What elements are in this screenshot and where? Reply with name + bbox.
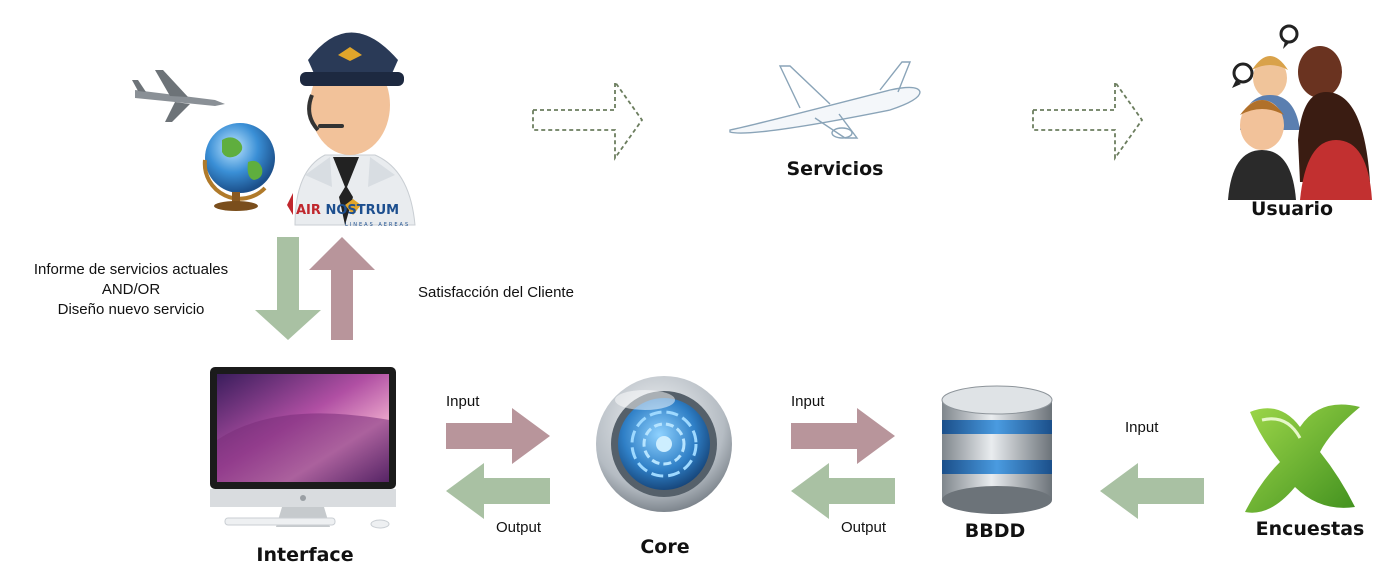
- arrow-core-to-interface-output: [446, 463, 550, 519]
- surveys-db-input-label: Input: [1125, 419, 1159, 436]
- pilot-icon: [294, 32, 416, 226]
- arrow-up-interface-to-company: [309, 237, 375, 340]
- core-db-input-label: Input: [791, 393, 825, 410]
- arrow-down-company-to-interface: [255, 237, 321, 340]
- arrow-db-to-core-output: [791, 463, 895, 519]
- interface-label: Interface: [256, 544, 354, 566]
- user-node: [1228, 24, 1372, 200]
- core-label: Core: [640, 536, 690, 558]
- imac-icon: [210, 367, 396, 529]
- database-label: BBDD: [964, 520, 1026, 542]
- report-services-line-1: Informe de servicios actuales: [33, 261, 229, 278]
- services-label: Servicios: [786, 158, 884, 180]
- user-label: Usuario: [1250, 198, 1334, 220]
- interface-core-input-label: Input: [446, 393, 480, 410]
- customer-satisfaction-label: Satisfacción del Cliente: [418, 284, 574, 301]
- report-services-line-2: AND/OR: [101, 281, 161, 298]
- database-icon: [941, 385, 1053, 514]
- core-node: [596, 376, 732, 512]
- core-sphere-icon: [596, 376, 732, 512]
- arrow-surveys-to-db-input: [1100, 463, 1204, 519]
- interface-core-output-label: Output: [496, 519, 542, 536]
- interface-node: [210, 367, 396, 529]
- arrow-interface-to-core-input: [446, 408, 550, 464]
- air-nostrum-logo: AIR NOSTRUM LINEAS AEREAS: [287, 193, 410, 228]
- surveys-node: [1245, 404, 1360, 513]
- globe-icon: [202, 123, 275, 211]
- users-icon: [1228, 24, 1372, 200]
- arrow-core-to-db-input: [791, 408, 895, 464]
- logo-text: AIR NOSTRUM: [296, 203, 399, 218]
- surveys-label: Encuestas: [1255, 518, 1365, 540]
- airplane-icon: [729, 61, 921, 139]
- logo-subtext: LINEAS AEREAS: [345, 222, 410, 228]
- small-airplane-icon: [132, 70, 225, 122]
- report-services-line-3: Diseño nuevo servicio: [57, 301, 205, 318]
- core-db-output-label: Output: [841, 519, 887, 536]
- database-node: [941, 385, 1053, 514]
- company-pilot-node: AIR NOSTRUM LINEAS AEREAS: [132, 32, 416, 228]
- services-node: [729, 61, 921, 139]
- dashed-arrow-company-to-services: [532, 79, 644, 161]
- dashed-arrow-services-to-user: [1032, 79, 1144, 161]
- survey-app-icon: [1245, 404, 1360, 513]
- report-services-label: Informe de servicios actuales AND/OR Dis…: [0, 260, 262, 320]
